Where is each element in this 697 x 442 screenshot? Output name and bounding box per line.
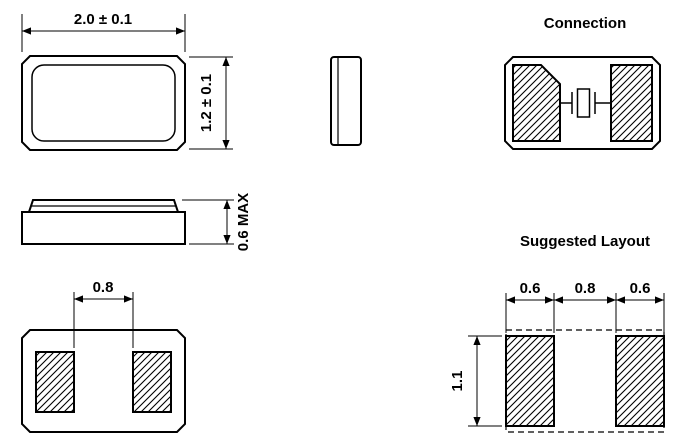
suggested-layout-title: Suggested Layout: [520, 233, 650, 250]
suggested-layout: Suggested Layout 0.6 0.8 0.6: [449, 233, 665, 433]
connection-title: Connection: [544, 15, 627, 32]
connection-left-pad: [512, 64, 561, 142]
crystal-element: [576, 88, 591, 118]
side-view: 0.6 MAX: [21, 193, 252, 251]
crystal-symbol: [560, 88, 611, 118]
pad-gap-dimension: 0.8: [73, 279, 134, 348]
width-dimension: 2.0 ± 0.1: [21, 11, 186, 52]
bottom-left-pad: [35, 351, 75, 413]
end-view-body: [330, 56, 362, 146]
connection-right-pad: [610, 64, 653, 142]
height-dimension: 1.2 ± 0.1: [189, 56, 233, 150]
bottom-right-pad: [132, 351, 172, 413]
side-view-base: [21, 211, 186, 245]
bottom-view: 0.8: [21, 279, 186, 433]
end-view: [330, 56, 362, 146]
layout-pad-gap-label: 0.8: [575, 280, 596, 297]
top-view-cavity: [31, 64, 176, 142]
width-dimension-label: 2.0 ± 0.1: [74, 11, 132, 28]
max-height-dimension: 0.6 MAX: [182, 193, 252, 251]
right-pad-width-label: 0.6: [630, 280, 651, 297]
height-dimension-label: 1.2 ± 0.1: [198, 74, 215, 132]
left-pad-width-label: 0.6: [520, 280, 541, 297]
layout-right-pad: [615, 335, 665, 427]
layout-top-dimensions: 0.6 0.8 0.6: [505, 280, 665, 333]
connection-view: Connection: [504, 15, 661, 150]
pad-gap-label: 0.8: [93, 279, 114, 296]
pad-height-label: 1.1: [449, 371, 466, 392]
top-view: 2.0 ± 0.1 1.2 ± 0.1: [21, 11, 233, 151]
top-view-body: [21, 55, 186, 151]
max-height-label: 0.6 MAX: [235, 193, 252, 251]
layout-height-dimension: 1.1: [449, 335, 502, 427]
layout-left-pad: [505, 335, 555, 427]
